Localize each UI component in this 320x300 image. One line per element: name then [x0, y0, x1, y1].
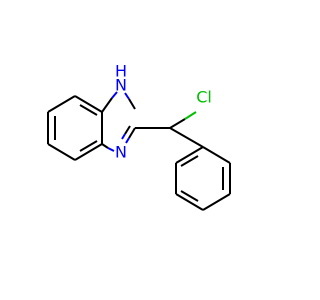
chlorine-label: Cl: [196, 88, 212, 107]
bond: [128, 127, 136, 139]
bond: [175, 193, 204, 211]
double-bond-inner: [79, 104, 98, 116]
bond: [74, 143, 103, 161]
double-bond-inner: [180, 190, 199, 202]
imidazole-ring: [101, 91, 136, 152]
bond: [111, 91, 118, 99]
bond: [175, 146, 204, 164]
bond: [125, 137, 130, 144]
hydrogen-label: H: [115, 62, 127, 81]
bond: [107, 147, 115, 152]
atom-labels: N H N Cl: [115, 62, 212, 162]
bond: [101, 143, 109, 149]
phenyl-ring: [175, 146, 231, 211]
bond: [101, 97, 113, 113]
bond: [128, 98, 136, 110]
bond: [124, 92, 130, 100]
nitrogen-label: N: [115, 143, 127, 162]
bond: [47, 95, 76, 113]
double-bond-inner: [124, 125, 131, 135]
bond: [202, 193, 231, 211]
bond: [202, 146, 231, 164]
nitrogen-h-label: N: [115, 76, 127, 95]
chemical-structure-diagram: N H N Cl: [47, 62, 231, 211]
double-bond-inner: [180, 155, 199, 167]
double-bond-inner: [121, 133, 126, 140]
bond: [74, 95, 103, 113]
side-chain: [135, 111, 204, 148]
double-bond-inner: [79, 140, 98, 152]
bond: [184, 111, 197, 120]
bond: [47, 143, 76, 161]
benzimidazole-benzene-ring: [47, 95, 103, 161]
bond: [169, 118, 186, 129]
bond: [169, 127, 204, 148]
